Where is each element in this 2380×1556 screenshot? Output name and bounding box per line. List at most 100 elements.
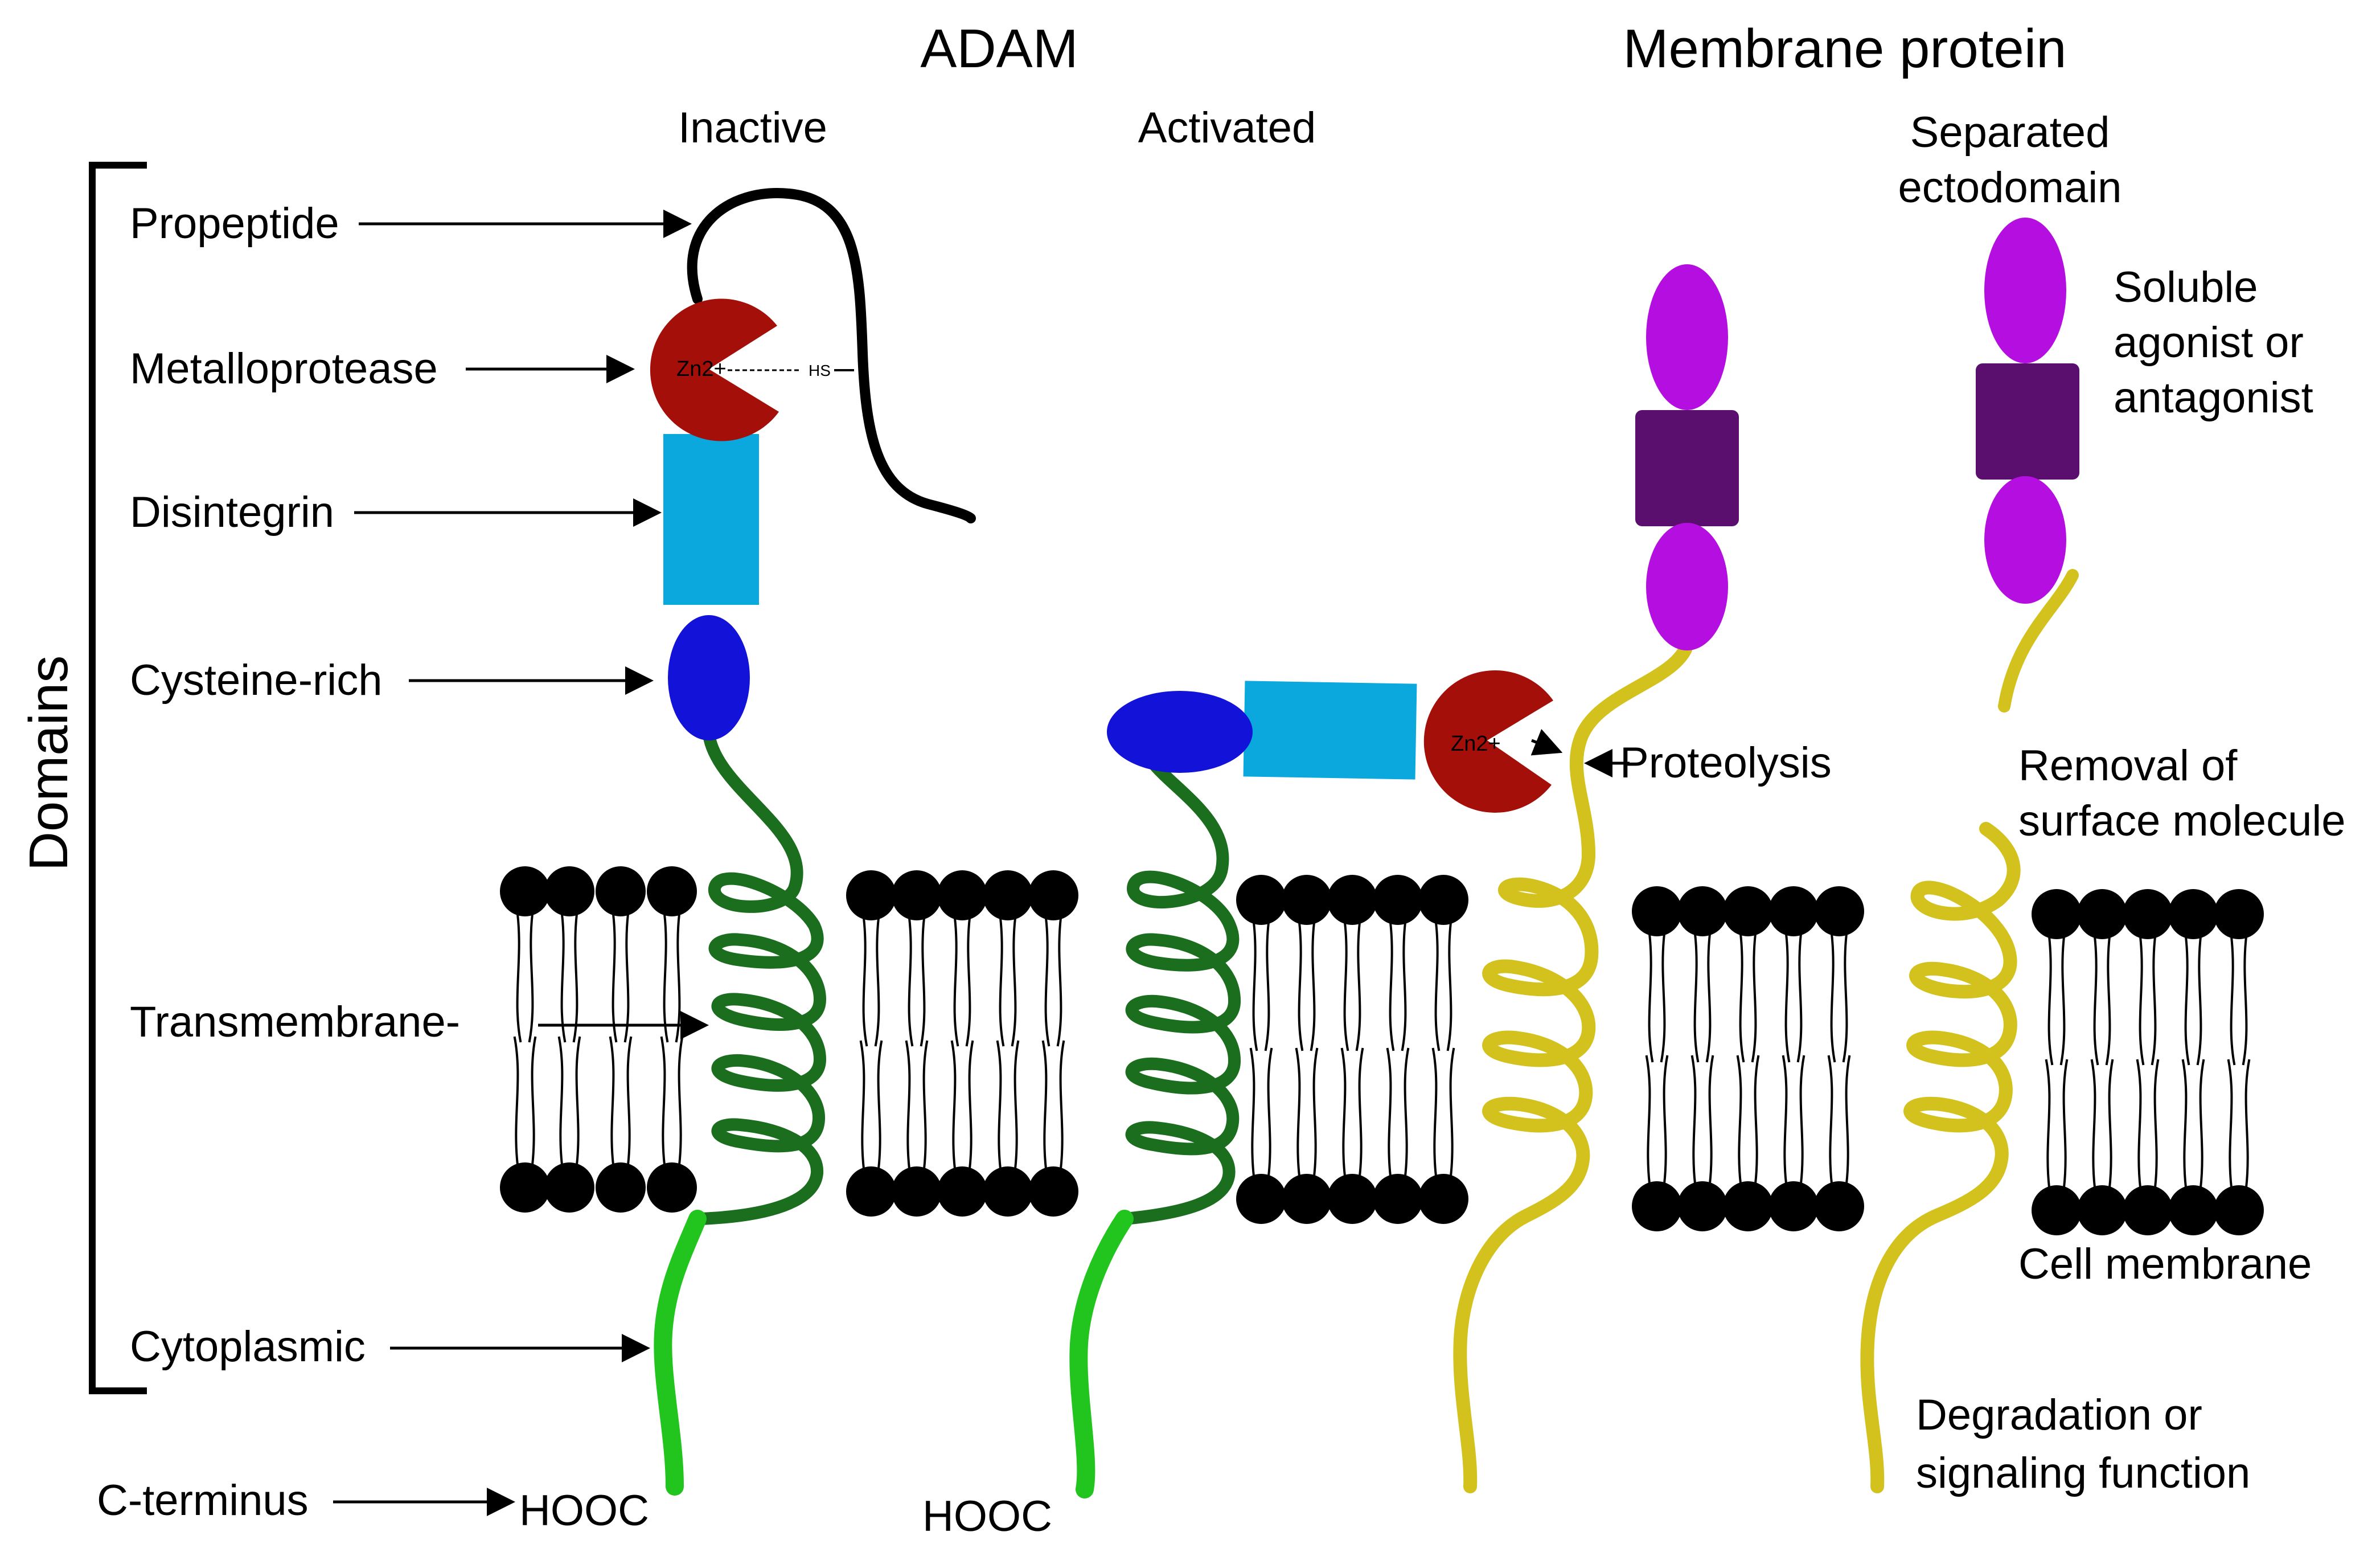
lipid-head	[1768, 1181, 1819, 1231]
activated-cysteine-rich-domain	[1107, 691, 1253, 773]
lipid-tail	[1660, 933, 1666, 1063]
lipid-head	[1632, 1181, 1682, 1231]
activated-hooc-label: HOOC	[922, 1492, 1052, 1541]
lipid-tail	[1736, 1055, 1742, 1184]
inactive-label: Inactive	[678, 104, 827, 152]
adam-title: ADAM	[920, 18, 1078, 79]
inactive-disintegrin-domain	[663, 434, 759, 605]
separated-ectodomain-label-1: Separated	[1910, 108, 2110, 157]
remnant-protein-stalk	[1860, 822, 2021, 1493]
lipid-tail	[2153, 1059, 2160, 1188]
lipid-tail	[660, 1036, 666, 1165]
lipid-tail	[908, 918, 914, 1047]
lipid-tail	[1648, 933, 1654, 1063]
lipid-head	[892, 1166, 942, 1217]
lipid-head	[1236, 875, 1286, 925]
lipid-tail	[1340, 1047, 1347, 1177]
inactive-hooc-label: HOOC	[519, 1487, 649, 1535]
lipid-tail	[920, 918, 926, 1047]
lipid-tail	[1830, 933, 1836, 1063]
lipid-tail	[2045, 1059, 2051, 1188]
lipid-tail	[2047, 936, 2054, 1066]
lipid-tail	[612, 914, 618, 1043]
lipid-tail	[1434, 922, 1441, 1051]
activated-cytoplasmic-tail	[1069, 1210, 1134, 1498]
lipid-tail	[675, 914, 681, 1043]
lipid-tail	[950, 1040, 957, 1169]
lipid-tail	[1784, 933, 1791, 1063]
lipid-head	[1282, 1174, 1332, 1224]
soluble-label-2: agonist or	[2114, 318, 2304, 367]
lipid-tail	[1404, 1047, 1410, 1177]
lipid-tail	[2090, 1059, 2096, 1188]
lipid-tail	[609, 1036, 615, 1165]
lipid-tail	[1386, 1047, 1392, 1177]
lipid-head	[1028, 870, 1078, 920]
lipid-tail	[1645, 1055, 1651, 1184]
lipid-tail	[2184, 936, 2190, 1066]
inactive-propeptide-chain	[687, 188, 976, 523]
membrane-protein-oval-lower	[1646, 523, 1728, 650]
lipid-head	[1327, 1174, 1377, 1224]
lipid-tail	[1298, 922, 1304, 1051]
lipid-head	[2214, 1185, 2264, 1235]
lipid-tail	[1827, 1055, 1833, 1184]
separated-ectodomain-stalk	[1998, 569, 2079, 713]
lipid-tail	[1295, 1047, 1301, 1177]
lipid-tail	[560, 914, 567, 1043]
lipid-tail	[528, 914, 534, 1043]
lipid-head	[2032, 1185, 2082, 1235]
lipid-tail	[2196, 936, 2202, 1066]
activated-label: Activated	[1138, 104, 1316, 152]
lipid-tail	[1358, 1047, 1364, 1177]
lipid-tail	[2199, 1059, 2205, 1188]
lipid-tail	[1355, 922, 1361, 1051]
lipid-tail	[663, 914, 669, 1043]
cell-membrane-bilayer	[500, 866, 2264, 1235]
lipid-tail	[2059, 936, 2066, 1066]
lipid-tail	[1690, 1055, 1697, 1184]
lipid-tail	[1449, 1047, 1455, 1177]
membrane-protein-square	[1635, 410, 1739, 526]
lipid-head	[937, 870, 987, 920]
lipid-head	[1327, 875, 1377, 925]
cysteine-rich-label: Cysteine-rich	[130, 656, 382, 705]
lipid-head	[1418, 1174, 1468, 1224]
lipid-tail	[2136, 1059, 2142, 1188]
soluble-label-1: Soluble	[2114, 263, 2258, 312]
lipid-tail	[996, 1040, 1002, 1169]
lipid-head	[2168, 1185, 2218, 1235]
lipid-tail	[877, 1040, 883, 1169]
lipid-tail	[922, 1040, 929, 1169]
lipid-tail	[1013, 1040, 1020, 1169]
lipid-tail	[513, 1036, 519, 1165]
lipid-head	[1282, 875, 1332, 925]
lipid-tail	[2181, 1059, 2188, 1188]
lipid-head	[544, 866, 594, 916]
lipid-head	[2168, 889, 2218, 939]
inactive-zn-label: Zn2+	[676, 357, 727, 381]
lipid-head	[846, 1166, 896, 1217]
metalloprotease-label: Metalloprotease	[130, 345, 438, 393]
lipid-tail	[1249, 1047, 1255, 1177]
lipid-tail	[626, 1036, 633, 1165]
lipid-head	[2123, 1185, 2173, 1235]
lipid-tail	[999, 918, 1005, 1047]
lipid-tail	[531, 1036, 537, 1165]
lipid-tail	[1739, 933, 1745, 1063]
lipid-head	[2123, 889, 2173, 939]
separated-square	[1976, 363, 2079, 480]
domains-bracket	[89, 162, 147, 1394]
inactive-cysteine-rich-domain	[668, 615, 750, 740]
lipid-head	[647, 866, 697, 916]
membrane-protein-title: Membrane protein	[1623, 18, 2066, 79]
lipid-head	[1373, 875, 1423, 925]
lipid-head	[937, 1166, 987, 1217]
lipid-tail	[1754, 1055, 1760, 1184]
domains-label: Domains	[18, 656, 79, 871]
lipid-tail	[905, 1040, 911, 1169]
lipid-head	[647, 1162, 697, 1213]
lipid-tail	[1446, 922, 1452, 1051]
lipid-tail	[1041, 1040, 1048, 1169]
lipid-tail	[516, 914, 522, 1043]
